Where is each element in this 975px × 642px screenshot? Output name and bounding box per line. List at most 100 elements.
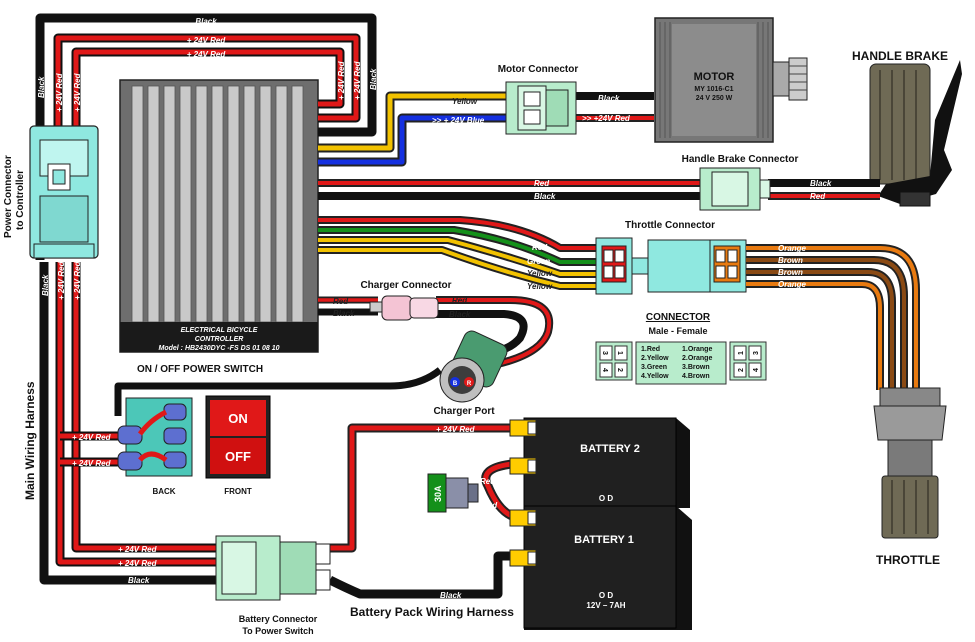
switch-off-label: OFF: [225, 449, 251, 464]
wire-label: Black: [195, 17, 217, 26]
legend-title: CONNECTOR: [646, 312, 711, 323]
controller: ELECTRICAL BICYCLE CONTROLLER Model : HB…: [119, 79, 319, 353]
pin-number: 3: [753, 351, 760, 355]
wire-label: Black: [41, 274, 50, 296]
switch-back-label: BACK: [152, 487, 175, 496]
wire-label: Red: [534, 179, 550, 188]
connector-legend: CONNECTOR Male - Female 3 1 4 2 1.Red 2.…: [595, 312, 767, 385]
wire-label: Yellow: [527, 282, 553, 291]
handle-brake-connector-label: Handle Brake Connector: [682, 154, 799, 165]
wire-label: Black: [369, 68, 378, 90]
throttle-grip: [873, 387, 947, 539]
top-harness-labels: Black + 24V Red + 24V Red Black + 24V Re…: [37, 17, 378, 112]
power-connector-label-2: to Controller: [15, 170, 26, 230]
motor: MOTOR MY 1016-C1 24 V 250 W: [654, 17, 808, 143]
wire-label: + 24V Red: [187, 50, 227, 59]
wire-label: + 24V Red: [353, 60, 362, 100]
wire-label: + 24V Red: [73, 72, 82, 112]
legend-male: 3.Green: [641, 364, 667, 371]
switch-front: ON OFF: [205, 395, 271, 479]
wire-label: Red: [532, 243, 548, 252]
throttle-wires-controller: [318, 216, 598, 290]
throttle-label: THROTTLE: [876, 553, 940, 567]
onoff-label: ON / OFF POWER SWITCH: [137, 364, 263, 375]
wire-label: + 24V Red: [337, 60, 346, 100]
pin-number: 1: [738, 351, 745, 355]
controller-label-2: CONTROLLER: [195, 336, 244, 343]
throttle-connector-label: Throttle Connector: [625, 220, 715, 231]
wire-label: + 24V Red: [118, 559, 158, 568]
charger-port-b: B: [453, 381, 458, 387]
wire-label: Black: [37, 76, 46, 98]
wire-label: Red: [333, 297, 349, 306]
wire-label: Black: [333, 309, 355, 318]
fuse-label: 30A: [433, 485, 443, 502]
wire-label: Yellow: [452, 97, 478, 106]
switch-on-label: ON: [228, 411, 248, 426]
wire-label: Black: [128, 576, 150, 585]
charger-port: B R: [439, 330, 508, 403]
handle-brake-connector: [699, 167, 771, 211]
main-harness: [39, 262, 222, 585]
legend-male: 4.Yellow: [641, 373, 669, 380]
wire-label: Green: [527, 257, 550, 266]
wire-label: Black: [440, 591, 462, 600]
battery-connector-label-1: Battery Connector: [239, 614, 318, 624]
top-harness: [35, 13, 377, 260]
wire-label: Black: [810, 179, 832, 188]
handle-brake-label: HANDLE BRAKE: [852, 49, 948, 63]
wire-label: Red: [452, 296, 468, 305]
battery-pack-harness-label: Battery Pack Wiring Harness: [350, 605, 514, 619]
wire-label: >> +24V Red: [582, 114, 631, 123]
fuse: 30A: [427, 473, 479, 513]
wire-label: Brown: [778, 256, 803, 265]
battery-2: BATTERY 2 O D: [509, 417, 690, 509]
charger-connector: [369, 295, 439, 321]
motor-model: MY 1016-C1: [694, 86, 733, 93]
wire-label: + 24V Red: [118, 545, 158, 554]
wire-label: Black: [534, 192, 556, 201]
legend-female: 3.Brown: [682, 364, 710, 371]
battery-wires: [327, 423, 515, 599]
legend-male: 2.Yellow: [641, 355, 669, 362]
motor-connector-label: Motor Connector: [498, 64, 579, 75]
pin-number: 2: [616, 368, 623, 372]
power-connector: [29, 125, 99, 259]
pin-number: 4: [753, 368, 760, 372]
power-connector-label-1: Power Connector: [3, 155, 14, 238]
handle-brake: [869, 60, 962, 207]
pin-number: 3: [601, 351, 608, 355]
battery-1-od: O D: [599, 591, 613, 600]
main-harness-label: Main Wiring Harness: [23, 381, 37, 500]
wire-label: Black: [598, 94, 620, 103]
wire-label: Brown: [778, 268, 803, 277]
wire-label: Black: [449, 310, 471, 319]
legend-female: 2.Orange: [682, 355, 712, 362]
wire-label: + 24V Red: [72, 459, 112, 468]
battery-1-spec: 12V – 7AH: [586, 601, 625, 610]
wire-label: + 24V Red: [57, 260, 66, 300]
controller-label-1: ELECTRICAL BICYCLE: [181, 327, 258, 334]
motor-title: MOTOR: [694, 71, 735, 83]
motor-spec: 24 V 250 W: [696, 95, 733, 102]
battery-connector-label-2: To Power Switch: [242, 626, 313, 636]
wire-label: Red: [480, 477, 496, 486]
wire-label: >> + 24V Blue: [432, 116, 485, 125]
wire-label: + 24V Red: [72, 433, 112, 442]
motor-connector: [505, 81, 577, 135]
pin-number: 4: [601, 368, 608, 372]
legend-male: 1.Red: [641, 346, 660, 353]
battery-2-title: BATTERY 2: [580, 443, 640, 455]
wire-label: Red: [810, 192, 826, 201]
charger-port-r: R: [467, 381, 472, 387]
wire-label: + 24V Red: [187, 36, 227, 45]
pin-number: 2: [738, 368, 745, 372]
battery-2-od: O D: [599, 494, 613, 503]
wire-label: Orange: [778, 280, 807, 289]
brake-wires: [318, 179, 880, 200]
battery-1-title: BATTERY 1: [574, 534, 634, 546]
legend-female: 4.Brown: [682, 373, 710, 380]
wire-label: Yellow: [527, 269, 553, 278]
charger-port-label: Charger Port: [433, 406, 495, 417]
